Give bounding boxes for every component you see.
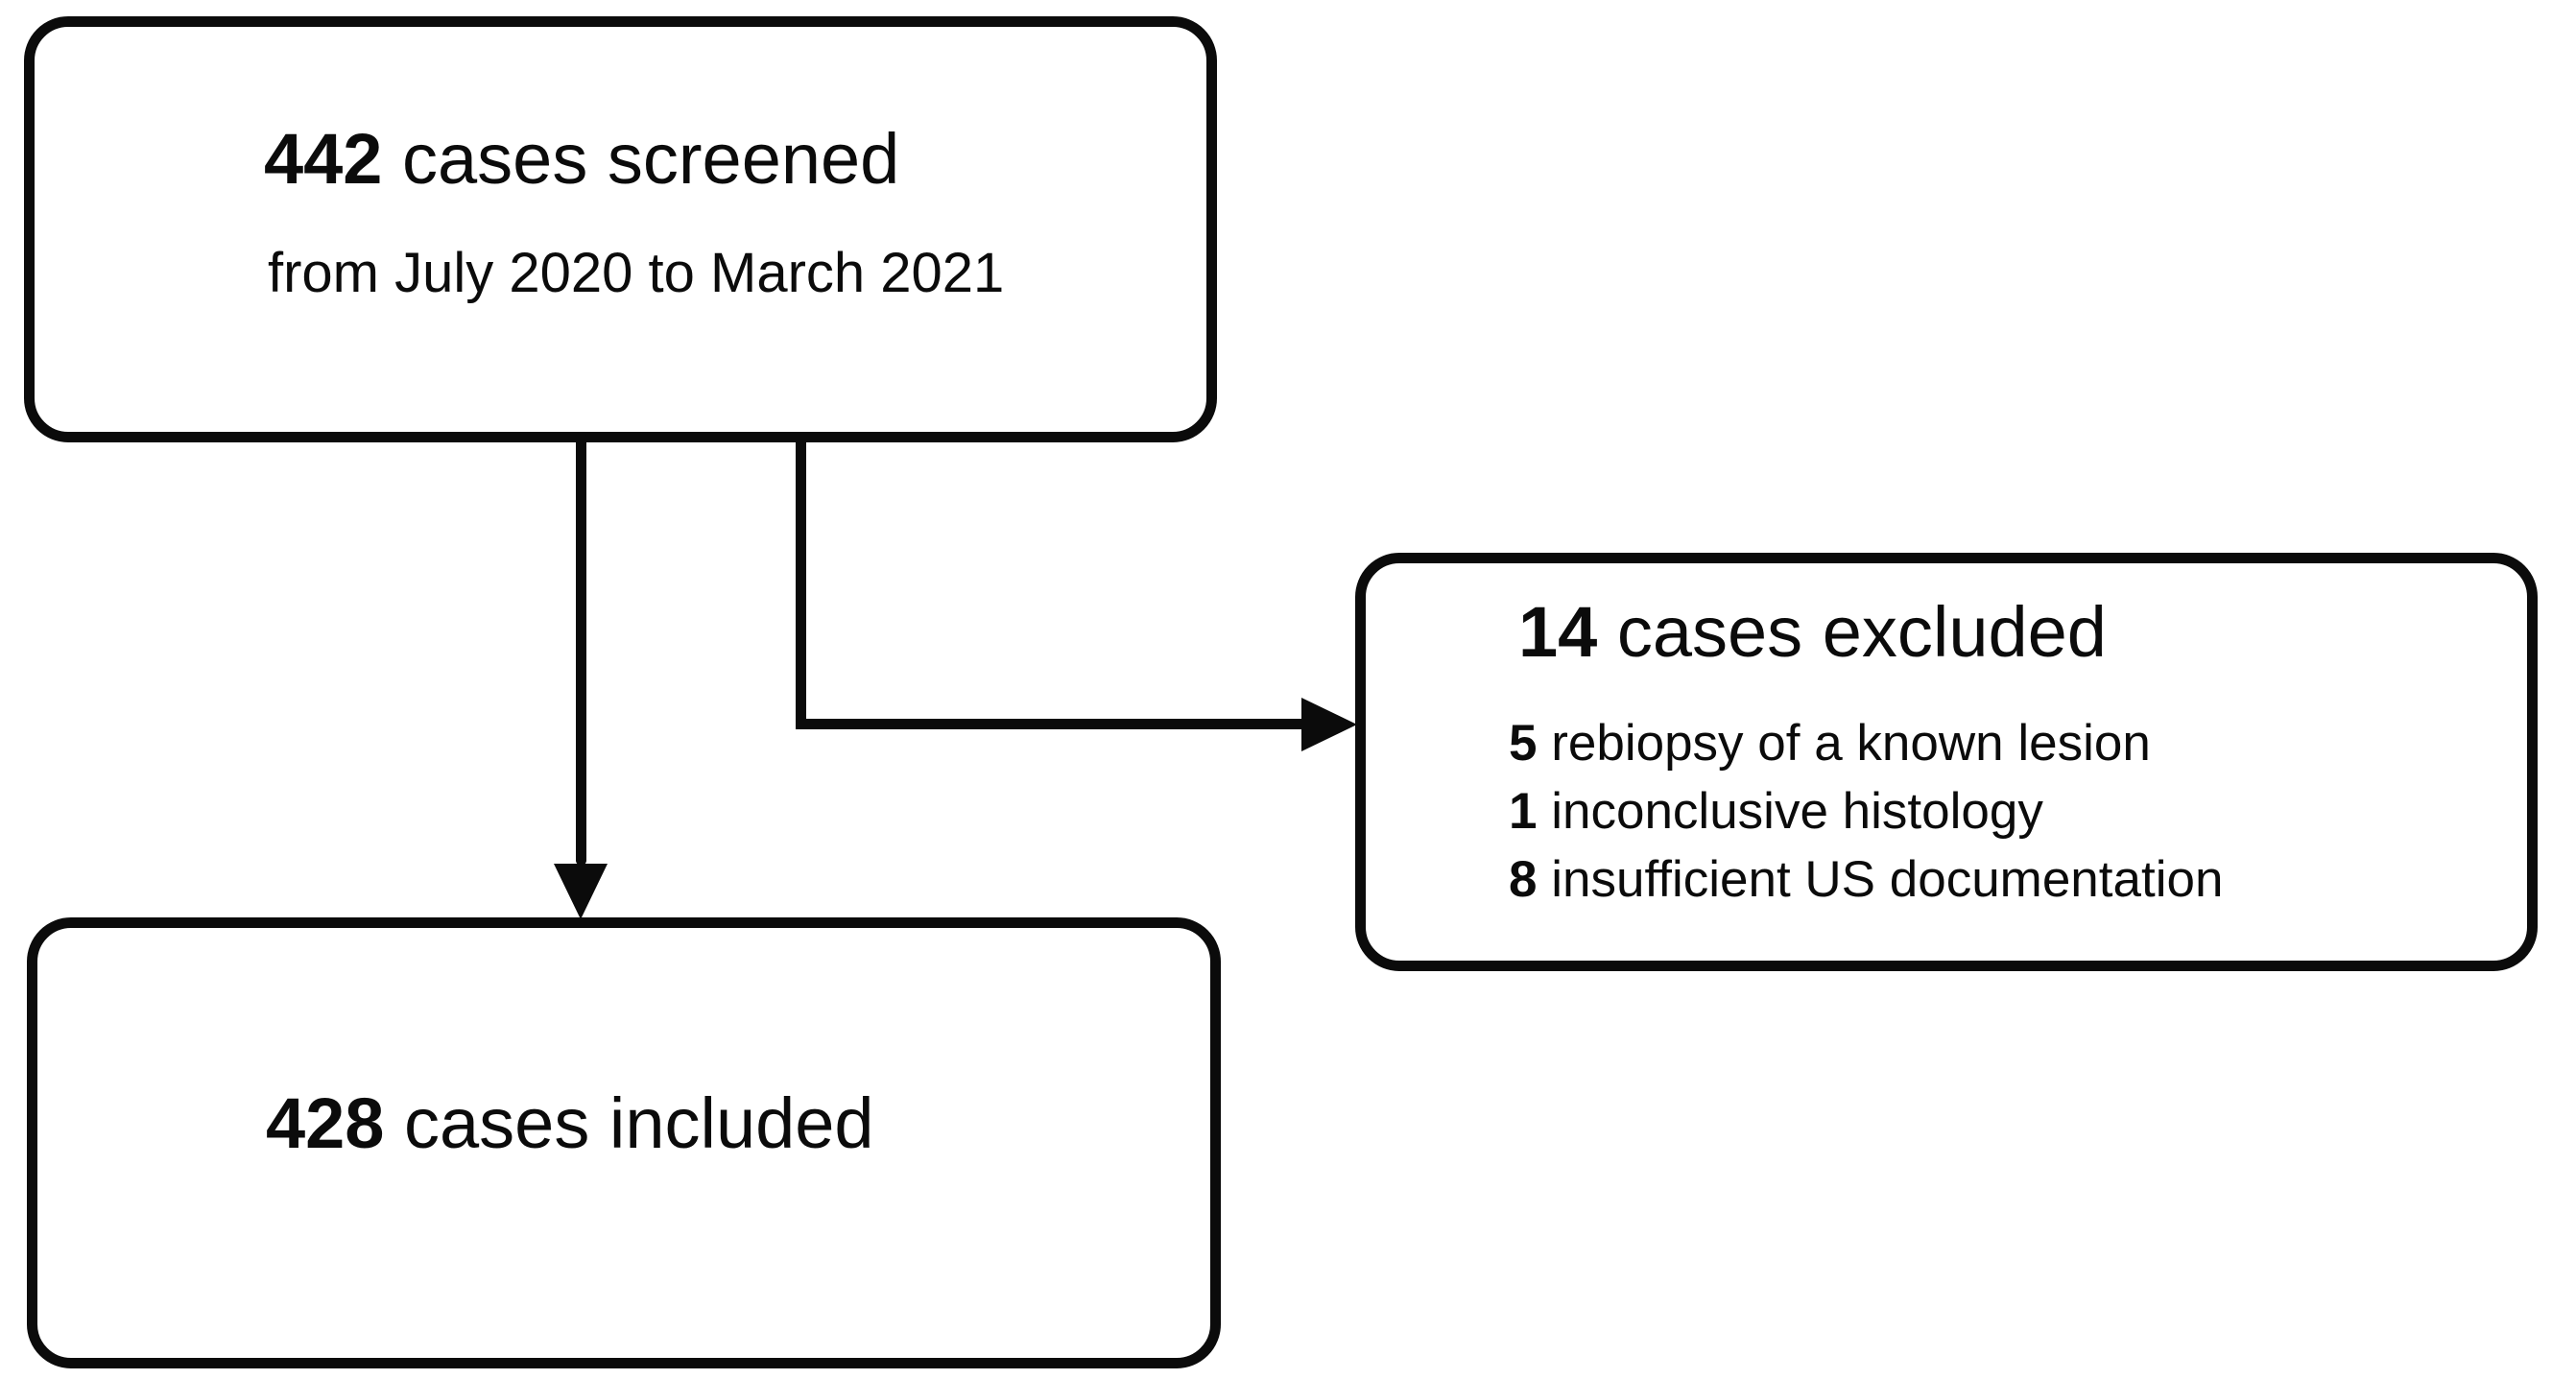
included-count: 428 xyxy=(266,1083,385,1163)
reason-count: 8 xyxy=(1509,851,1538,908)
arrow-screened-to-included-stem xyxy=(576,432,586,866)
reason-text: inconclusive histology xyxy=(1551,783,2043,840)
reason-count: 1 xyxy=(1509,783,1538,840)
arrow-screened-to-excluded-vertical-stem xyxy=(796,432,806,729)
box-cases-excluded: 14 cases excluded 5 rebiopsy of a known … xyxy=(1355,553,2538,971)
screened-label: cases screened xyxy=(402,119,900,199)
screened-title: 442 cases screened xyxy=(264,124,899,195)
arrowhead-down-icon xyxy=(554,864,608,919)
excluded-label: cases excluded xyxy=(1616,592,2107,672)
reason-count: 5 xyxy=(1509,715,1538,772)
excluded-reason-item: 8 insufficient US documentation xyxy=(1509,845,2223,914)
excluded-reasons-list: 5 rebiopsy of a known lesion 1 inconclus… xyxy=(1509,709,2223,914)
screened-date-range: from July 2020 to March 2021 xyxy=(268,242,1005,304)
excluded-reason-item: 5 rebiopsy of a known lesion xyxy=(1509,709,2223,777)
excluded-title: 14 cases excluded xyxy=(1518,597,2107,668)
reason-text: insufficient US documentation xyxy=(1551,851,2224,908)
box-cases-screened: 442 cases screened from July 2020 to Mar… xyxy=(24,16,1217,442)
excluded-reason-item: 1 inconclusive histology xyxy=(1509,777,2223,845)
included-title: 428 cases included xyxy=(266,1088,874,1159)
screened-count: 442 xyxy=(264,119,383,199)
box-cases-included: 428 cases included xyxy=(27,917,1221,1368)
arrow-screened-to-excluded-horizontal-stem xyxy=(796,719,1303,729)
reason-text: rebiopsy of a known lesion xyxy=(1551,715,2151,772)
excluded-count: 14 xyxy=(1518,592,1598,672)
arrowhead-right-icon xyxy=(1301,698,1357,751)
included-label: cases included xyxy=(404,1083,874,1163)
